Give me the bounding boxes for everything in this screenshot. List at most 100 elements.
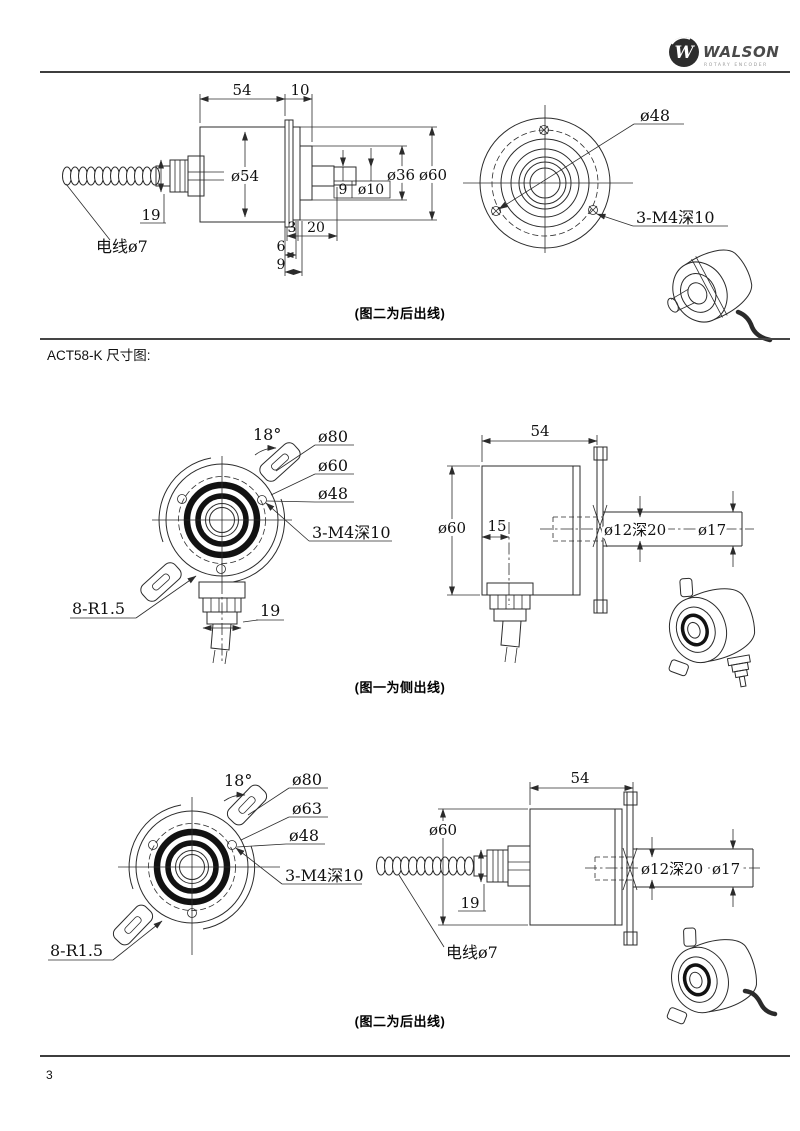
fig3-ear-top	[226, 784, 268, 826]
fig3-body	[529, 808, 616, 926]
fig1-dim-gland: 19	[140, 159, 166, 224]
fig3-spring-plate	[622, 791, 638, 946]
fig2-ear-top	[259, 442, 301, 482]
label-m4-fig3: 3-M4深10	[285, 866, 364, 885]
fig3-cable-gland	[473, 845, 531, 887]
dim-dia80: ø80	[318, 427, 348, 446]
fig2-drawing: 18° ø80 ø60 ø48 3-M4深10 8-R	[70, 422, 756, 688]
page-number: 3	[46, 1068, 53, 1082]
dim-9-flange: 9	[277, 257, 286, 273]
dim-dia48: ø48	[640, 106, 670, 125]
fig3-side-view: 19 电线ø7 54 ø60	[376, 769, 760, 962]
dim-3: 3	[288, 220, 297, 236]
dim-19-fig2: 19	[260, 601, 280, 620]
fig2-label-radius: 8-R1.5	[70, 575, 197, 619]
logo-brand-text: WALSON	[703, 43, 779, 61]
fig3-mount-holes	[148, 840, 237, 918]
fig3-label-angle: 18°	[223, 771, 252, 802]
fig1-shaft	[311, 165, 335, 187]
fig2-side-gland	[486, 582, 534, 664]
logo-circle-icon	[669, 37, 699, 67]
fig1-caption: (图二为后出线)	[354, 306, 446, 321]
dim-body-dia60-fig3: ø60	[429, 821, 457, 839]
fig3-cable	[376, 856, 474, 876]
dim-dia17-fig3: ø17	[712, 860, 740, 878]
fig3-front-view: 18° ø80 ø63 ø48 3-M4深10 8-R	[48, 770, 364, 961]
label-8r15-fig3: 8-R1.5	[50, 941, 103, 960]
dim-10: 10	[290, 81, 309, 99]
fig2-iso-view	[668, 577, 756, 688]
walson-logo: W WALSON ROTARY ENCODER	[669, 36, 779, 68]
fig3-drawing: 18° ø80 ø63 ø48 3-M4深10 8-R	[48, 769, 778, 1025]
label-m4-fig2: 3-M4深10	[312, 523, 391, 542]
fig1-flange	[292, 126, 301, 221]
fig2-dim-gland19: 19	[202, 601, 284, 631]
fig2-front-gland	[198, 581, 246, 665]
fig2-label-dia80: ø80	[275, 427, 354, 472]
fig3-label-dia80: ø80	[247, 770, 328, 816]
fig3-label-m4: 3-M4深10	[235, 847, 364, 885]
section-heading: ACT58-K 尺寸图:	[47, 348, 151, 363]
fig2-label-dia60: ø60	[270, 456, 354, 496]
dim-18deg: 18°	[253, 425, 281, 444]
label-cable-dia7-fig3: 电线ø7	[446, 943, 498, 962]
label-m4: 3-M4深10	[636, 208, 715, 227]
fig2-ear-bottom	[140, 562, 182, 602]
fig2-caption: (图一为侧出线)	[354, 680, 446, 695]
dim-20: 20	[307, 220, 325, 236]
dim-dia36: ø36	[387, 166, 415, 184]
label-cable-dia7: 电线ø7	[96, 237, 148, 256]
fig1-cable	[62, 166, 160, 186]
fig1-dim-dia36-dia60: ø36 ø60	[300, 126, 450, 221]
fig3-cable-label: 电线ø7	[398, 874, 498, 962]
dim-bore-fig3: ø12深20	[641, 860, 703, 878]
fig1-iso-cable	[735, 309, 773, 343]
fig2-hollow-shaft	[540, 511, 754, 547]
logo-emblem: W	[669, 36, 699, 67]
dim-54-fig3: 54	[570, 769, 589, 787]
fig1-drawing: 54 10 ø54 ø36 ø60	[62, 81, 773, 343]
dim-6: 6	[277, 239, 286, 255]
fig1-iso-view	[667, 249, 773, 343]
fig1-front-view: ø48 3-M4深10	[463, 105, 728, 253]
fig2-mount-holes	[177, 494, 267, 574]
fig1-cable-gland	[155, 155, 224, 197]
fig1-dim-top: 54 10	[199, 81, 313, 142]
section-divider	[40, 338, 790, 340]
dim-dia17-fig2: ø17	[698, 521, 726, 539]
dim-15: 15	[487, 517, 506, 535]
fig2-front-view: 18° ø80 ø60 ø48 3-M4深10 8-R	[70, 425, 392, 665]
fig2-side-view: 54 ø60 15 ø1	[435, 422, 754, 664]
fig3-label-dia63: ø63	[240, 799, 328, 841]
dim-18deg-fig3: 18°	[224, 771, 252, 790]
dim-dia60-front: ø60	[318, 456, 348, 475]
logo-monogram: W	[674, 43, 695, 63]
dim-body-dia60: ø60	[438, 519, 466, 537]
fig2-label-dia48: ø48	[266, 484, 354, 503]
footer-rule	[40, 1055, 790, 1057]
dim-dia63: ø63	[292, 799, 322, 818]
fig1-dim-dia54: ø54	[228, 131, 262, 218]
fig1-dim-shaft: 9 ø10	[333, 148, 391, 199]
fig1-boss	[299, 145, 313, 201]
fig2-label-angle: 18°	[253, 425, 281, 456]
fig1-cable-label: 电线ø7	[65, 183, 148, 256]
fig3-dim-gland19: 19	[458, 849, 486, 912]
fig1-side-view: 54 10 ø54 ø36 ø60	[62, 81, 450, 276]
dim-dia10: ø10	[358, 182, 384, 198]
dim-19-fig3: 19	[460, 894, 479, 912]
fig1-dim-bottom: 3 20 6 9	[277, 187, 338, 276]
dim-dia48-fig3: ø48	[289, 826, 319, 845]
fig3-iso-cable	[742, 988, 778, 1017]
logo-tagline: ROTARY ENCODER	[704, 62, 768, 68]
dim-54: 54	[232, 81, 251, 99]
dim-bore-fig2: ø12深20	[604, 521, 666, 539]
fig3-label-radius: 8-R1.5	[48, 920, 163, 961]
fig2-label-m4: 3-M4深10	[265, 502, 392, 542]
dim-dia54: ø54	[231, 167, 259, 185]
header-rule	[40, 71, 790, 73]
dim-9-shaft: 9	[339, 182, 348, 198]
dim-dia48-front: ø48	[318, 484, 348, 503]
fig3-label-dia48: ø48	[236, 826, 325, 848]
dim-19: 19	[141, 206, 160, 224]
